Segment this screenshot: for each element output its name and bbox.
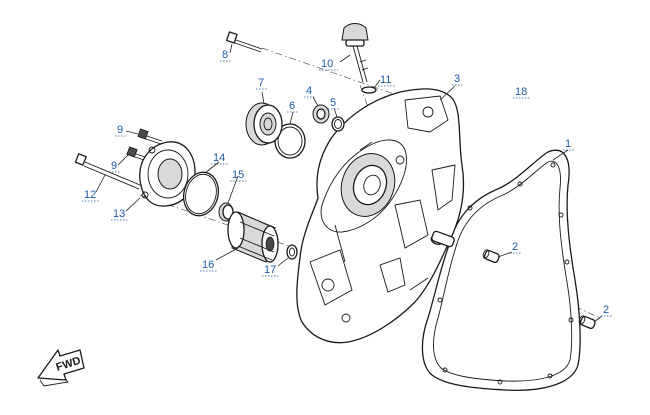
callouts: 1 2 2 3 4 5 6 7 (82, 49, 613, 317)
crankcase-cover-part-3 (296, 88, 465, 344)
callout-18[interactable]: 18 (513, 86, 531, 99)
callout-10[interactable]: 10 (319, 58, 338, 71)
gasket-part-1 (421, 149, 581, 391)
callout-1[interactable]: 1 (563, 138, 575, 151)
svg-text:12: 12 (84, 189, 96, 201)
bolt-part-8 (226, 31, 263, 53)
svg-text:16: 16 (202, 259, 214, 271)
callout-12[interactable]: 12 (82, 189, 100, 202)
callout-3[interactable]: 3 (452, 73, 464, 86)
forward-arrow-icon: FWD (37, 349, 85, 387)
bolt-part-12 (74, 153, 141, 190)
svg-text:5: 5 (330, 97, 336, 109)
callout-2a[interactable]: 2 (510, 241, 522, 254)
svg-text:2: 2 (603, 304, 609, 316)
o-ring-part-11 (361, 86, 377, 94)
callout-2b[interactable]: 2 (601, 304, 613, 317)
bearing-part-4 (312, 104, 330, 124)
o-ring-part-5 (331, 116, 345, 132)
svg-text:13: 13 (113, 208, 125, 220)
bolt-part-9a (137, 128, 163, 145)
o-ring-part-17 (286, 244, 298, 260)
o-ring-part-14 (182, 171, 220, 217)
svg-text:14: 14 (213, 152, 225, 164)
svg-text:1: 1 (565, 138, 571, 150)
dowel-pin-part-2b (578, 315, 596, 330)
callout-9a[interactable]: 9 (115, 124, 127, 137)
svg-text:8: 8 (222, 49, 228, 61)
svg-text:7: 7 (258, 77, 264, 89)
callout-7[interactable]: 7 (256, 77, 268, 90)
svg-text:9: 9 (111, 160, 117, 172)
callout-15[interactable]: 15 (230, 169, 248, 182)
svg-text:9: 9 (117, 124, 123, 136)
callout-9b[interactable]: 9 (109, 160, 121, 173)
oil-seal-part-7 (245, 102, 283, 146)
filter-cover-part-13 (139, 141, 196, 207)
svg-text:17: 17 (264, 264, 276, 276)
svg-text:3: 3 (454, 73, 460, 85)
svg-text:15: 15 (232, 169, 244, 181)
callout-5[interactable]: 5 (328, 97, 340, 110)
svg-text:6: 6 (289, 100, 295, 112)
callout-6[interactable]: 6 (287, 100, 299, 113)
svg-text:4: 4 (306, 85, 312, 97)
callout-13[interactable]: 13 (111, 208, 129, 221)
oil-filter-part-16 (227, 211, 279, 263)
svg-text:10: 10 (321, 58, 333, 70)
callout-4[interactable]: 4 (304, 85, 316, 98)
dipstick-part-10 (341, 23, 369, 83)
callout-8[interactable]: 8 (220, 49, 232, 62)
svg-text:2: 2 (512, 241, 518, 253)
dowel-pin-part-2a (482, 249, 500, 264)
callout-16[interactable]: 16 (200, 259, 218, 272)
callout-17[interactable]: 17 (262, 264, 280, 277)
svg-text:18: 18 (515, 86, 527, 98)
leader-lines (95, 43, 603, 323)
callout-11[interactable]: 11 (378, 74, 396, 87)
callout-14[interactable]: 14 (211, 152, 229, 165)
svg-text:11: 11 (380, 74, 391, 86)
